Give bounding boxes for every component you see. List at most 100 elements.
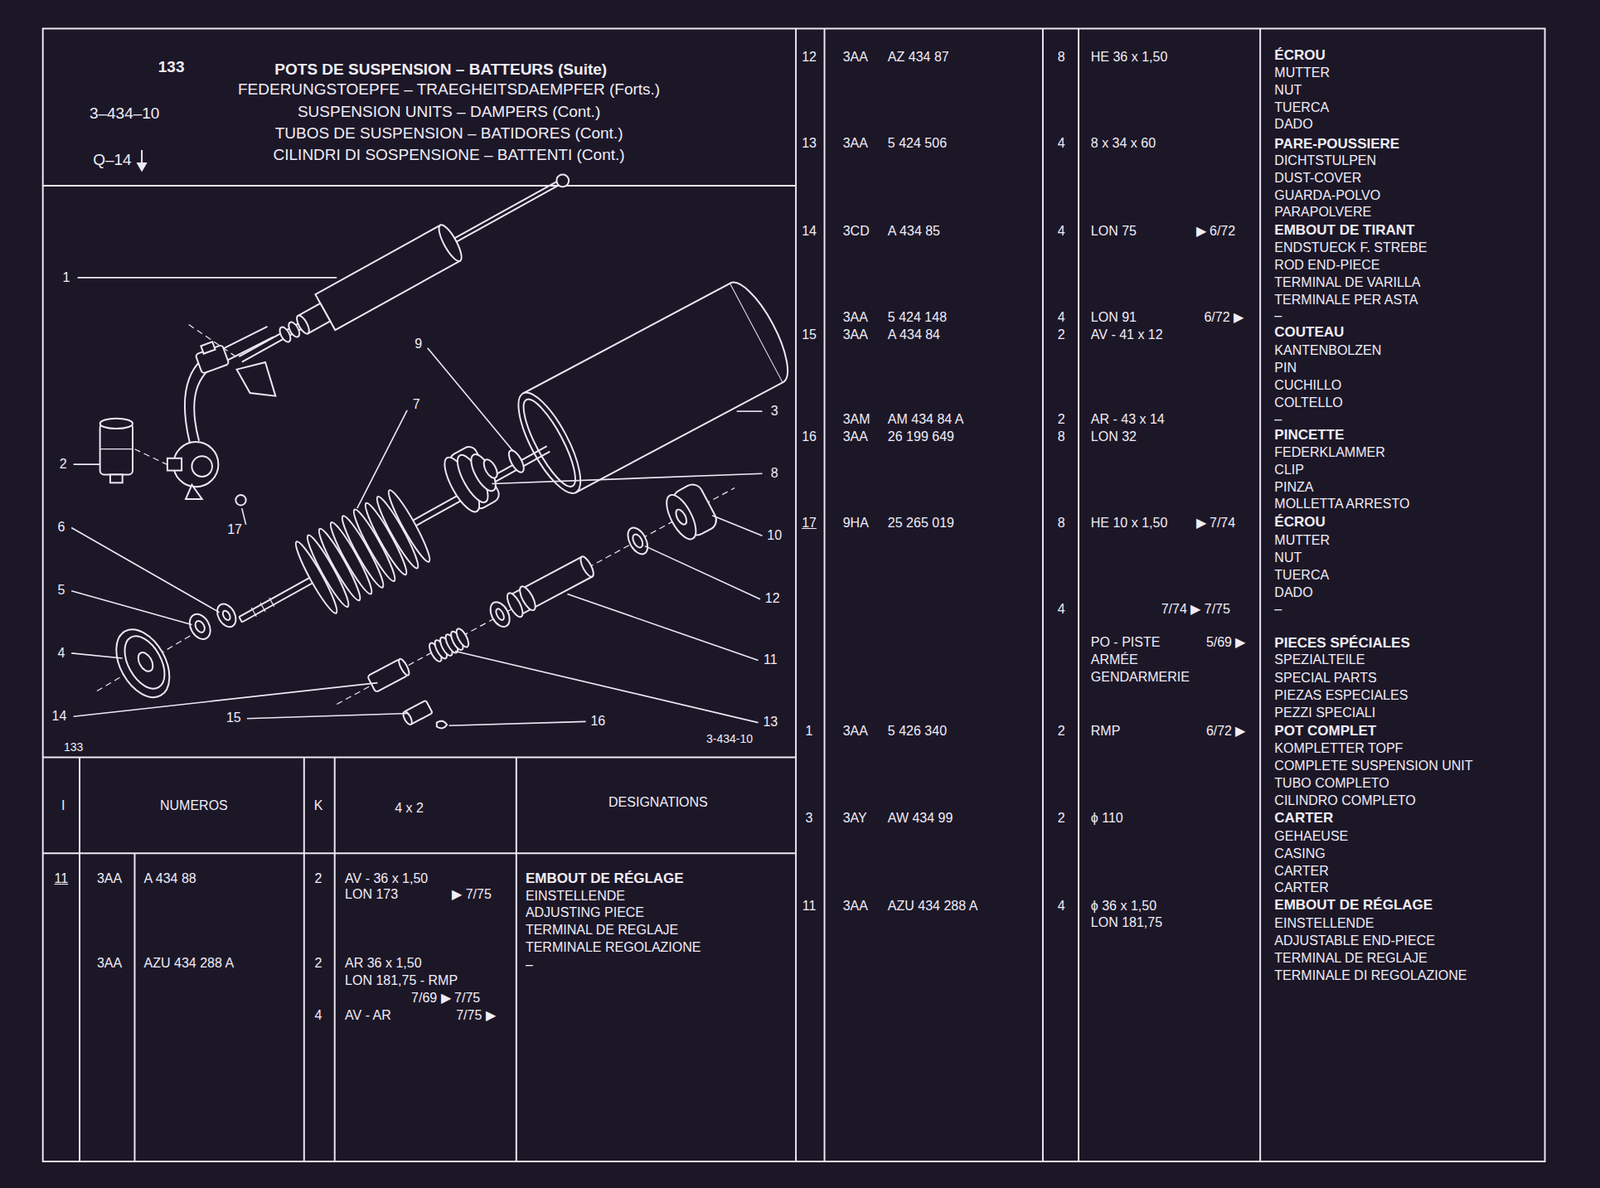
table-cell: GENDARMERIE [1090, 669, 1190, 685]
table-cell: AW 434 99 [887, 810, 954, 826]
table-cell: A 434 85 [887, 223, 941, 239]
table-cell: 8 x 34 x 60 [1090, 135, 1156, 151]
table-cell: ARMÉE [1090, 652, 1139, 668]
part-illustration [105, 620, 180, 707]
table-cell: 16 [801, 429, 817, 445]
table-cell: ÉCROU [1274, 47, 1325, 64]
column-heading: I [61, 798, 65, 814]
part-illustration [167, 441, 219, 500]
header-text: Q–14 [92, 150, 131, 170]
table-cell: 5 424 506 [887, 135, 947, 151]
callout-number: 14 [51, 708, 67, 724]
table-cell: 4 [1057, 898, 1066, 914]
table-cell: – [525, 957, 534, 973]
table-cell: 3AA [843, 310, 868, 325]
table-cell: 6/72 ▶ [1206, 723, 1247, 739]
leader-lines [71, 277, 762, 726]
table-cell: LON 173 [344, 887, 398, 902]
axis-lines [134, 449, 182, 472]
table-cell: AZU 434 288 A [887, 898, 979, 914]
table-cell: PIEZAS ESPECIALES [1274, 688, 1408, 704]
table-cell: 3AA [843, 327, 868, 343]
table-cell: PARE-POUSSIERE [1274, 135, 1400, 153]
table-cell: MOLLETTA ARRESTO [1274, 496, 1410, 512]
frame-lines [795, 28, 797, 1162]
table-cell: HE 10 x 1,50 [1090, 515, 1169, 531]
part-illustration [426, 626, 471, 664]
leader-lines [567, 594, 758, 661]
part-illustration [100, 418, 133, 429]
part-illustration [480, 457, 500, 481]
header-text: 133 [158, 58, 185, 77]
frame-lines [824, 28, 826, 1162]
table-cell: FEDERKLAMMER [1274, 445, 1385, 461]
part-illustration [269, 597, 275, 607]
frame-lines [1042, 28, 1044, 1162]
table-cell: 4 [1057, 135, 1066, 151]
leader-lines [491, 473, 762, 484]
part-illustration [242, 451, 550, 623]
table-cell: 4 [1057, 223, 1066, 239]
table-cell: NUT [1274, 550, 1302, 566]
table-cell: 11 [54, 871, 69, 887]
table-cell: A 434 88 [144, 871, 197, 887]
part-illustration [277, 324, 293, 344]
table-cell: 2 [1057, 810, 1066, 826]
frame-lines [334, 756, 336, 1162]
leader-lines [427, 348, 514, 451]
part-illustration [213, 601, 240, 631]
callout-number: 2 [59, 456, 68, 472]
callout-number: 17 [227, 522, 243, 538]
table-cell: KOMPLETTER TOPF [1274, 741, 1403, 757]
frame-lines [515, 756, 518, 1162]
part-illustration [213, 601, 240, 631]
table-cell: ADJUSTABLE END-PIECE [1274, 933, 1436, 949]
table-cell: AR 36 x 1,50 [344, 955, 422, 971]
table-cell: PO - PISTE [1090, 635, 1161, 650]
table-cell: 6/72 ▶ [1203, 310, 1244, 325]
table-cell: 5 424 148 [887, 310, 947, 325]
frame-lines [43, 184, 796, 187]
part-illustration [105, 620, 180, 707]
table-cell: PARAPOLVERE [1274, 204, 1372, 220]
table-cell: DICHTSTULPEN [1274, 153, 1377, 169]
title-text: POTS DE SUSPENSION – BATTEURS (Suite) [274, 60, 607, 79]
callout-number: 15 [226, 710, 242, 726]
table-cell: 3AA [843, 135, 868, 151]
part-illustration [116, 629, 174, 695]
table-cell: LON 91 [1090, 310, 1137, 325]
part-illustration [506, 384, 592, 501]
callout-number: 8 [770, 465, 779, 481]
table-cell: MUTTER [1274, 533, 1330, 548]
part-illustration [505, 448, 527, 476]
column-heading: NUMEROS [160, 798, 228, 814]
frame-lines [133, 853, 136, 1162]
table-cell: HE 36 x 1,50 [1090, 49, 1169, 65]
drawing-reference: 133 [63, 740, 83, 754]
part-illustration [624, 524, 653, 558]
frame-lines [1077, 28, 1080, 1162]
column-heading: DESIGNATIONS [608, 795, 708, 810]
table-cell: 2 [1057, 327, 1066, 343]
column-heading: K [314, 798, 324, 814]
table-cell: DADO [1274, 116, 1313, 132]
table-cell: SPEZIALTEILE [1274, 652, 1365, 668]
frame-lines [43, 28, 1546, 1162]
table-cell: POT COMPLET [1274, 722, 1377, 740]
part-illustration [577, 554, 596, 579]
table-cell: 3AA [843, 898, 868, 914]
table-cell: 5 426 340 [887, 723, 947, 739]
table-cell: CUCHILLO [1274, 378, 1342, 393]
part-illustration [730, 274, 800, 383]
table-cell: 2 [1057, 723, 1066, 739]
table-cell: – [1274, 601, 1282, 617]
part-illustration [506, 274, 800, 501]
callout-number: 4 [57, 645, 65, 661]
table-cell: TERMINAL DE REGLAJE [1274, 950, 1427, 966]
table-cell: ENDSTUECK F. STREBE [1274, 240, 1427, 256]
part-illustration [438, 439, 510, 517]
table-cell: ÉCROU [1274, 513, 1325, 531]
table-cell: GUARDA-POLVO [1274, 188, 1381, 204]
frame-lines [303, 756, 306, 1162]
table-cell: AR - 43 x 14 [1090, 412, 1165, 427]
